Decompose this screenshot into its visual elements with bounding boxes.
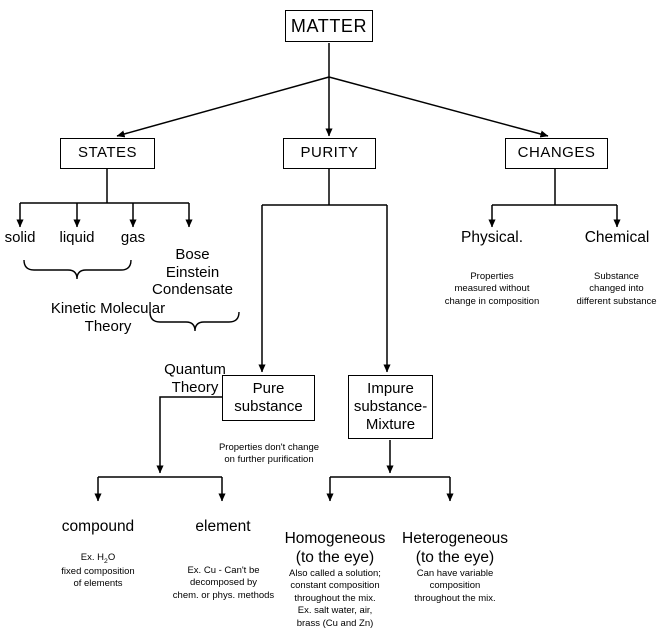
leaf-heterogeneous-label: Heterogeneous (to the eye): [402, 530, 508, 566]
caption-compound-text: fixed composition of elements: [61, 565, 135, 590]
node-pure-substance[interactable]: Pure substance: [222, 375, 315, 421]
caption-physical-text: Properties measured without change in co…: [444, 270, 540, 307]
theory-quantum-label: Quantum Theory: [164, 361, 226, 396]
caption-compound-formula: Ex. H2O: [40, 552, 156, 566]
leaf-solid-label: solid: [4, 229, 36, 246]
leaf-liquid: liquid: [47, 229, 107, 246]
leaf-gas: gas: [103, 229, 163, 246]
caption-compound-formula-tail: O: [107, 552, 116, 563]
caption-element-text: Ex. Cu - Can't be decomposed by chem. or…: [172, 564, 275, 601]
theory-kinetic-molecular: Kinetic Molecular Theory: [13, 282, 203, 336]
leaf-homogeneous: Homogeneous (to the eye): [272, 512, 398, 567]
theory-kinetic-molecular-label: Kinetic Molecular Theory: [50, 300, 166, 335]
leaf-heterogeneous: Heterogeneous (to the eye): [392, 512, 518, 567]
caption-heterogeneous-text: Can have variable composition throughout…: [414, 567, 496, 604]
node-purity[interactable]: PURITY: [283, 138, 376, 169]
leaf-gas-label: gas: [120, 229, 146, 246]
node-impure-substance-mixture[interactable]: Impure substance- Mixture: [348, 375, 433, 439]
theory-quantum: Quantum Theory: [140, 343, 250, 397]
leaf-compound: compound: [38, 518, 158, 536]
caption-heterogeneous: Can have variable composition throughout…: [392, 555, 518, 605]
caption-element: Ex. Cu - Can't be decomposed by chem. or…: [159, 552, 288, 602]
leaf-bose-einstein-condensate: Bose Einstein Condensate: [145, 229, 240, 298]
node-changes[interactable]: CHANGES: [505, 138, 608, 169]
caption-physical: Properties measured without change in co…: [425, 258, 559, 308]
leaf-chemical-label: Chemical: [584, 229, 650, 246]
node-purity-label: PURITY: [300, 144, 359, 162]
leaf-chemical: Chemical: [557, 229, 672, 247]
leaf-solid: solid: [0, 229, 50, 246]
caption-pure-substance-text: Properties don't change on further purif…: [218, 441, 320, 466]
node-changes-label: CHANGES: [517, 144, 596, 162]
node-matter[interactable]: MATTER: [285, 10, 373, 42]
leaf-compound-label: compound: [61, 518, 135, 535]
node-states[interactable]: STATES: [60, 138, 155, 169]
caption-homogeneous-text: Also called a solution; constant composi…: [289, 567, 381, 629]
leaf-homogeneous-label: Homogeneous (to the eye): [284, 530, 386, 566]
node-matter-label: MATTER: [290, 15, 368, 36]
node-states-label: STATES: [77, 144, 138, 162]
leaf-physical-label: Physical.: [460, 229, 524, 246]
caption-compound-subscript: 2: [104, 557, 108, 565]
caption-chemical: Substance changed into different substan…: [551, 258, 672, 308]
caption-compound-ex: Ex. H: [80, 552, 105, 563]
caption-pure-substance: Properties don't change on further purif…: [196, 429, 342, 467]
caption-chemical-text: Substance changed into different substan…: [576, 270, 657, 307]
leaf-liquid-label: liquid: [59, 229, 95, 246]
caption-homogeneous: Also called a solution; constant composi…: [272, 555, 398, 630]
caption-compound: Ex. H2O fixed composition of elements: [40, 552, 156, 591]
leaf-element: element: [165, 518, 281, 536]
node-pure-substance-label: Pure substance: [234, 380, 303, 415]
node-impure-substance-mixture-label: Impure substance- Mixture: [353, 380, 428, 433]
leaf-bose-einstein-condensate-label: Bose Einstein Condensate: [152, 246, 233, 298]
leaf-physical: Physical.: [432, 229, 552, 247]
leaf-element-label: element: [195, 518, 251, 535]
